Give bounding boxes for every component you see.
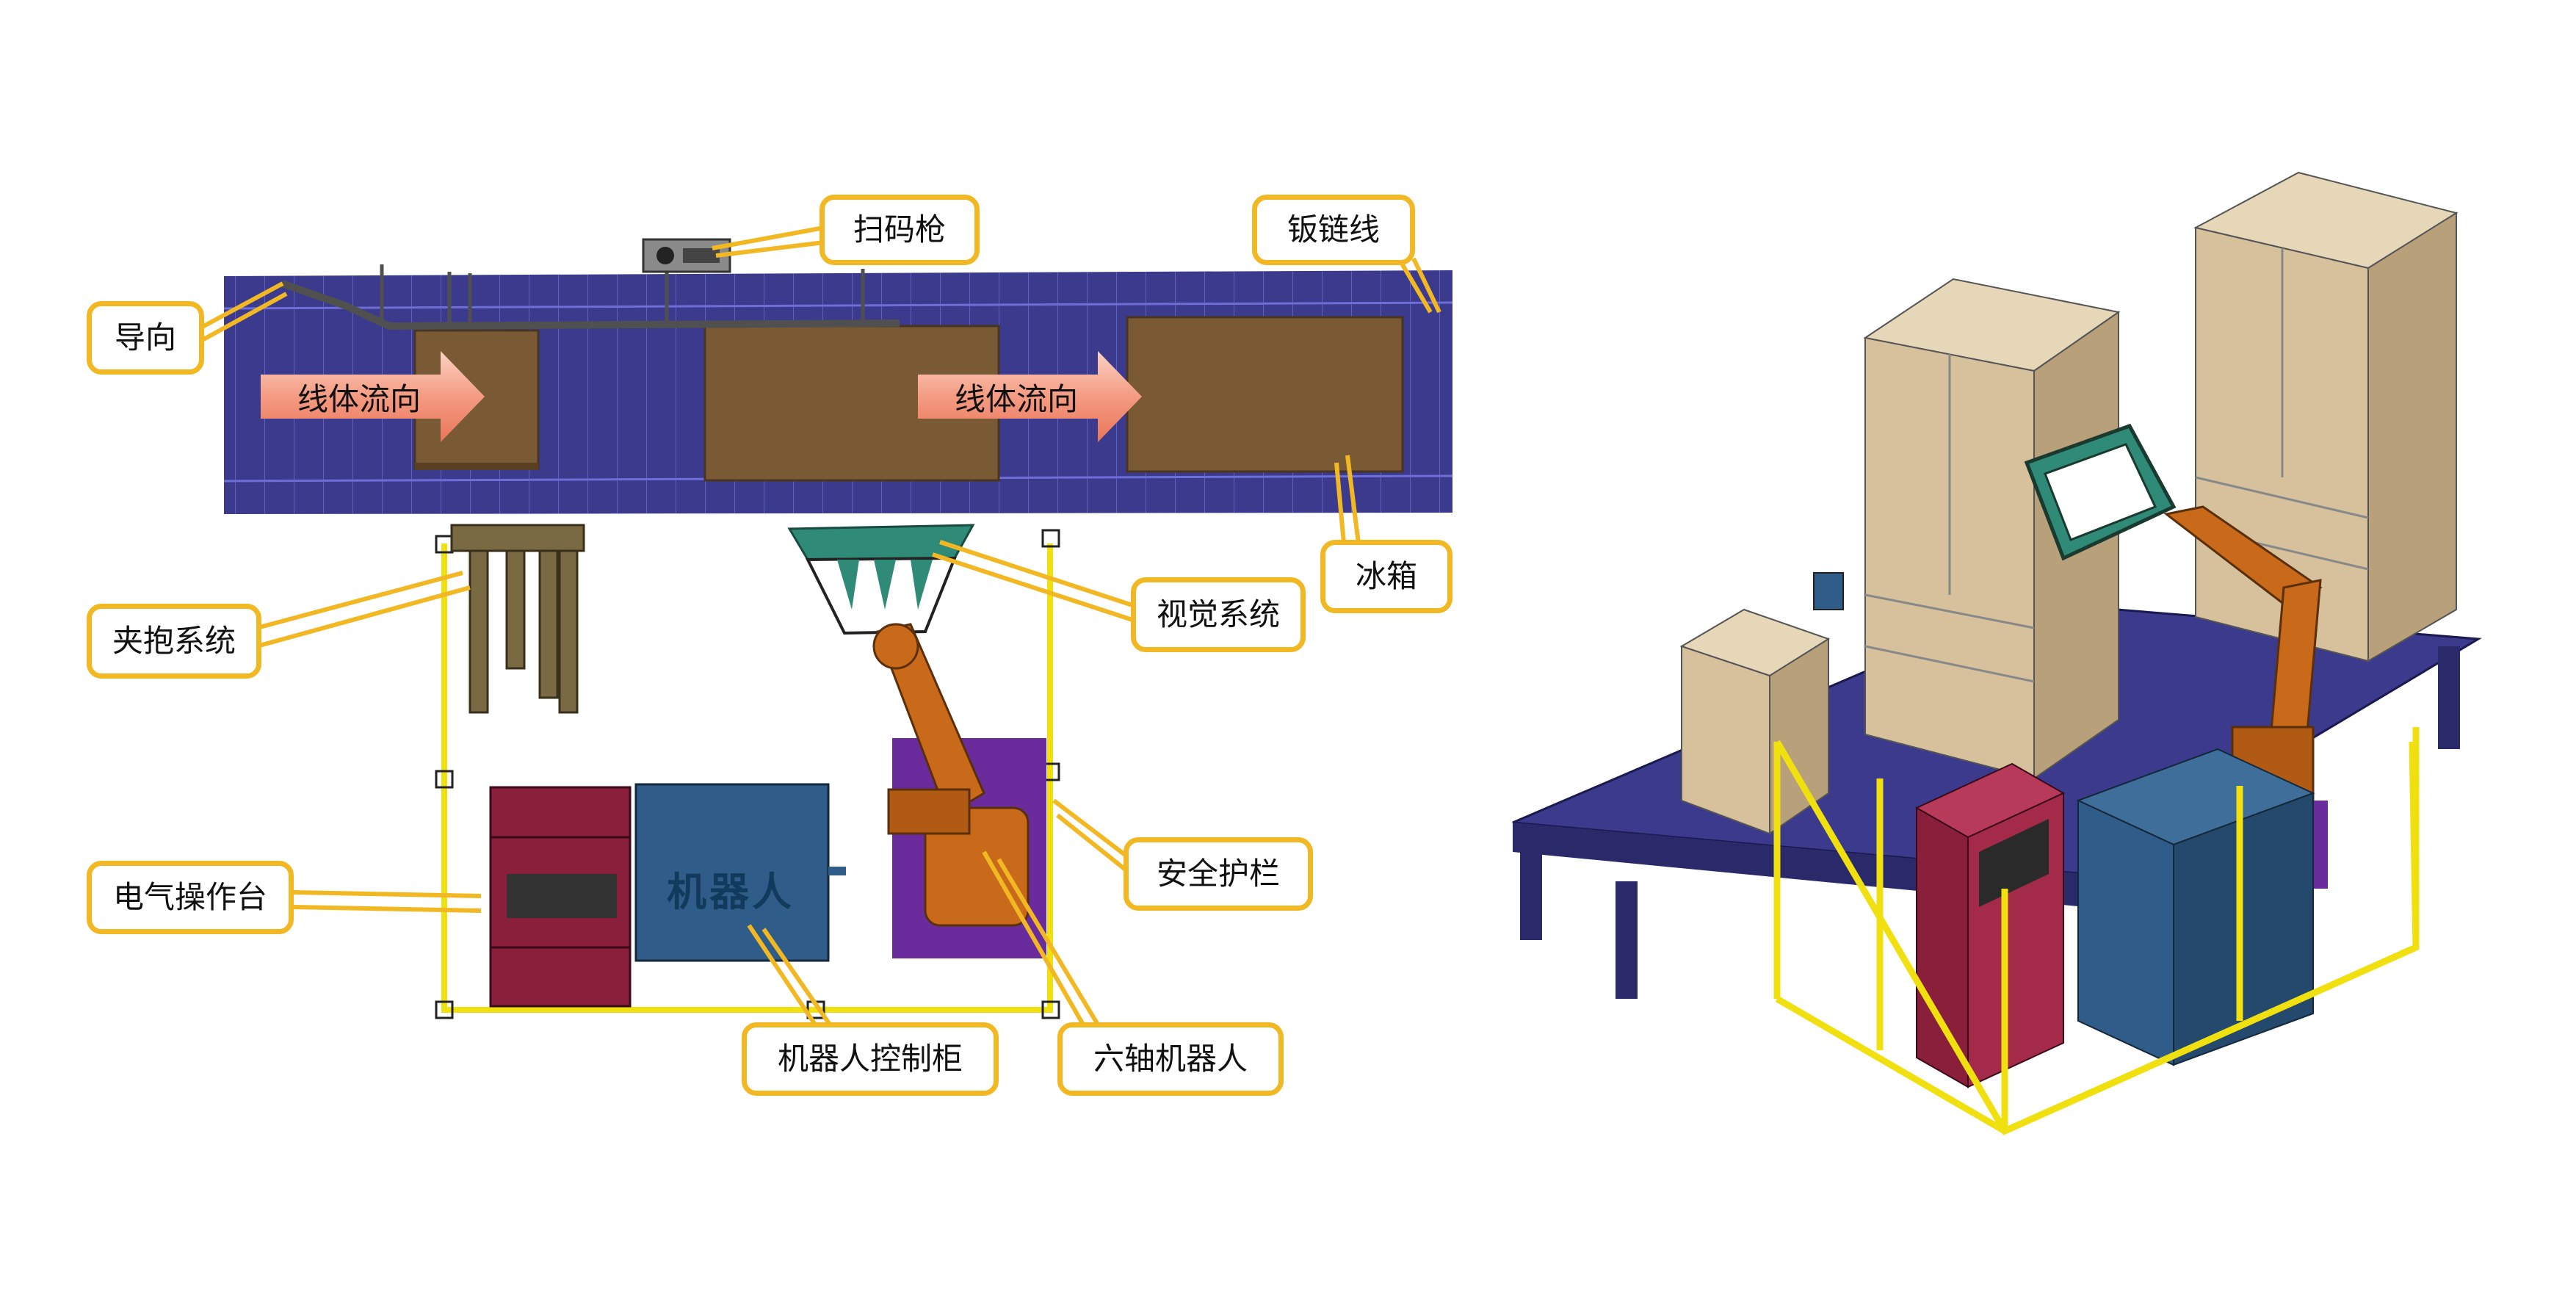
- callout-safety-fence: 安全护栏: [1124, 837, 1313, 911]
- iso-vision-frame: [2024, 423, 2177, 561]
- iso-electric-console: [1914, 762, 2066, 1088]
- callout-guide: 导向: [87, 301, 204, 375]
- callout-clamp-system: 夹抱系统: [87, 604, 261, 679]
- flow-direction-right-label: 线体流向: [955, 380, 1079, 417]
- callout-robot-controller: 机器人控制柜: [742, 1022, 999, 1096]
- callout-chain-line: 钣链线: [1252, 195, 1415, 265]
- callout-electric-console: 电气操作台: [87, 861, 294, 934]
- safety-fence: [435, 529, 1060, 1019]
- iso-small-fridge: [1679, 608, 1831, 835]
- iso-wall-box: [1813, 572, 1844, 610]
- vision-system: [787, 524, 975, 635]
- flow-arrow-left-shape: [261, 351, 485, 442]
- flow-direction-left-label: 线体流向: [297, 380, 422, 417]
- six-axis-robot: [872, 623, 1030, 927]
- iso-fridge-right: [2193, 171, 2459, 662]
- barcode-scanner: [642, 238, 731, 273]
- iso-controller-cabinet: [2076, 748, 2315, 1066]
- robot-controller-cabinet: [634, 783, 846, 962]
- leader-lines: [197, 225, 1441, 1026]
- electric-console: [489, 786, 632, 1008]
- guide-rail: [281, 264, 900, 330]
- callout-vision-system: 视觉系统: [1131, 577, 1306, 652]
- callout-six-axis-robot: 六轴机器人: [1057, 1022, 1284, 1096]
- callout-scanner: 扫码枪: [820, 195, 980, 265]
- robot-cabinet-text: 机器人: [667, 869, 795, 915]
- callout-fridge: 冰箱: [1320, 540, 1452, 613]
- iso-safety-fence: [1773, 727, 2420, 1135]
- clamp-system: [450, 524, 585, 714]
- flow-arrow-right-shape: [918, 351, 1142, 442]
